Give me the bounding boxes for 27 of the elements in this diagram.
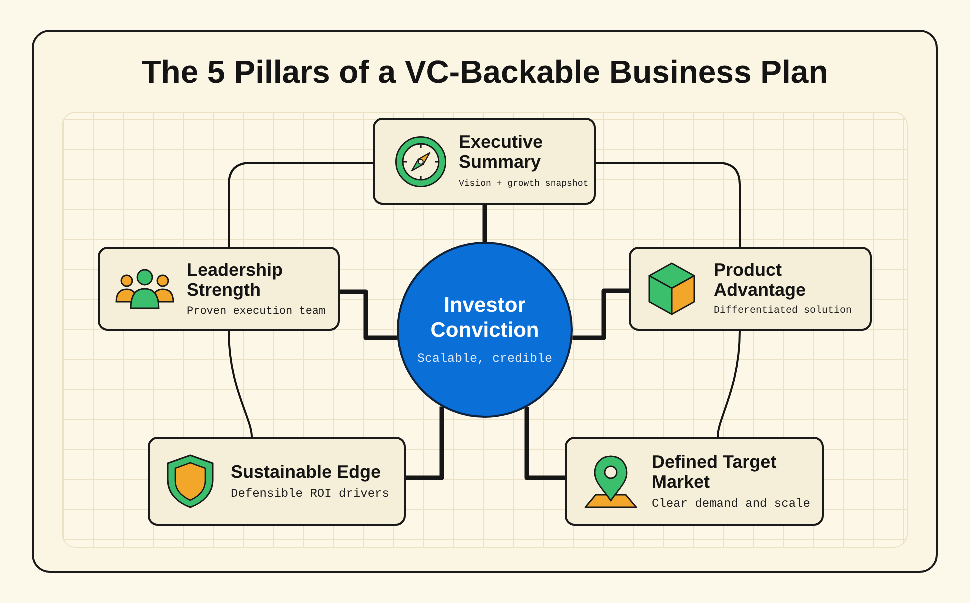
pillar-tagline: Defensible ROI drivers (231, 487, 390, 501)
connector-line (572, 288, 629, 340)
pillar-title: Leadership Strength (187, 260, 284, 300)
pillar-title: Executive Summary (459, 132, 544, 172)
connector-line (228, 330, 253, 438)
connector-line (340, 290, 398, 340)
connector-line (524, 407, 565, 480)
pillar-card (148, 437, 406, 526)
connector-line (228, 162, 373, 247)
connector-line (596, 162, 741, 247)
connector-line (482, 205, 488, 242)
pillar-tagline: Proven execution team (187, 304, 327, 318)
hub-title: Investor Conviction (430, 292, 540, 342)
diagram-title: The 5 Pillars of a VC-Backable Business Plan (140, 54, 830, 90)
pillar-title: Product Advantage (714, 260, 808, 300)
pillar-title: Defined Target Market (652, 452, 778, 492)
connector-line (717, 330, 741, 438)
pillar-card (373, 118, 596, 205)
pillar-card (98, 247, 340, 331)
pillar-card (565, 437, 824, 526)
pillar-tagline: Differentiated solution (714, 304, 854, 318)
pillar-tagline: Vision + growth snapshot (459, 178, 588, 191)
pillar-title: Sustainable Edge (231, 462, 382, 482)
pillar-card (629, 247, 872, 331)
hub-tagline: Scalable, credible (417, 350, 553, 368)
connector-line (406, 406, 444, 480)
pillar-tagline: Clear demand and scale (652, 497, 812, 511)
